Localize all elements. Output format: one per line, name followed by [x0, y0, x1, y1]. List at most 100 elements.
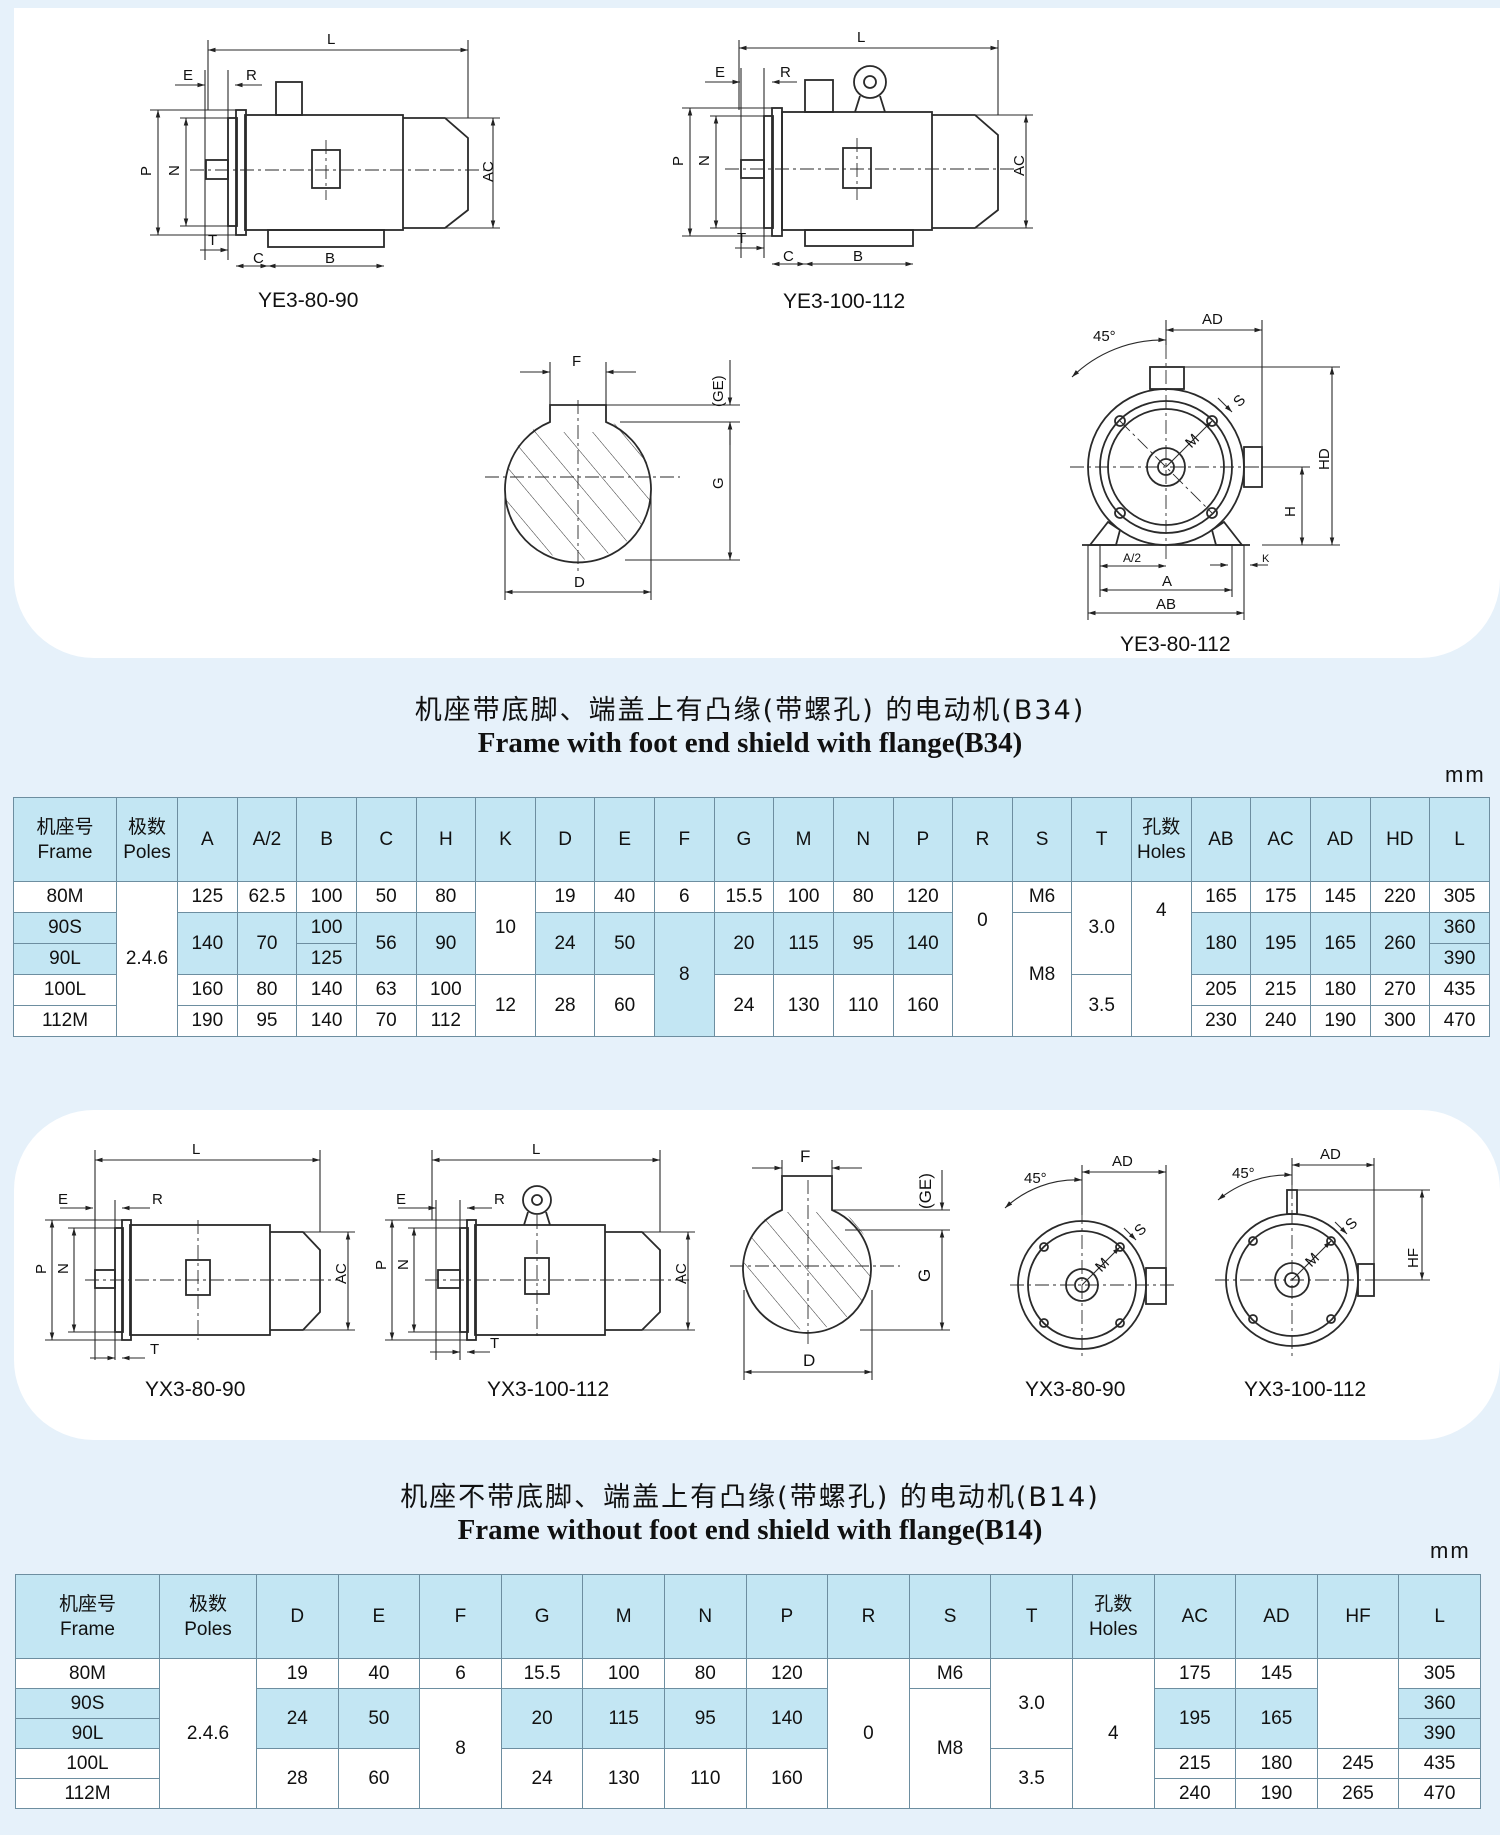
- cell: 140: [892, 912, 954, 975]
- cell: 40: [337, 1658, 421, 1689]
- dim-label: N: [166, 165, 183, 176]
- dim-label: R: [246, 67, 257, 84]
- col-header: L: [1398, 1574, 1481, 1659]
- cell: 0: [827, 1658, 910, 1809]
- cell: 80: [832, 881, 894, 913]
- dim-label: H: [1282, 506, 1299, 517]
- cell: 20: [500, 1688, 584, 1749]
- cell-frame: 80M: [13, 881, 117, 913]
- cell: 435: [1429, 974, 1490, 1006]
- cell: 95: [663, 1688, 747, 1749]
- col-header: S: [908, 1574, 992, 1659]
- cell: 100: [773, 881, 834, 913]
- section2-title-en: Frame without foot end shield with flang…: [457, 1514, 1043, 1546]
- cell: 270: [1369, 974, 1431, 1006]
- table-row: 90S 24 50 8 20 115 95 140 M8 195 165 360: [15, 1688, 1481, 1809]
- dim-label: T: [208, 232, 217, 249]
- table-row: 112M 190 95 140 70 112 230 240 190 300 4…: [13, 1005, 1490, 1037]
- dim-label: L: [857, 29, 865, 46]
- dim-label: 45°: [1093, 328, 1116, 345]
- col-header: A: [177, 797, 238, 882]
- cell: 215: [1153, 1748, 1237, 1779]
- cell: 130: [773, 974, 834, 1037]
- cell: 160: [745, 1748, 829, 1809]
- dim-label: F: [572, 353, 581, 370]
- col-header: HF: [1316, 1574, 1400, 1659]
- dim-label: B: [853, 248, 863, 265]
- cell: 190: [177, 1005, 238, 1037]
- cell: 24: [256, 1688, 339, 1749]
- cell: 24: [500, 1748, 584, 1809]
- cell: 305: [1398, 1658, 1481, 1689]
- cell: 165: [1190, 881, 1252, 913]
- dim-label: E: [715, 64, 725, 81]
- dim-label: E: [183, 67, 193, 84]
- cell-poles: 2.4.6: [159, 1658, 257, 1809]
- col-header: AD: [1309, 797, 1371, 882]
- cell: 50: [594, 912, 655, 975]
- cell: 165: [1309, 912, 1371, 975]
- dim-label: S: [1230, 392, 1249, 411]
- col-header: AC: [1250, 797, 1311, 882]
- cell: 260: [1369, 912, 1431, 975]
- cell: 195: [1153, 1688, 1237, 1749]
- cell: 12: [475, 974, 536, 1037]
- cell: 360: [1398, 1688, 1481, 1719]
- col-header: L: [1429, 797, 1490, 882]
- col-header: K: [475, 797, 536, 882]
- dim-label: C: [253, 250, 264, 267]
- cell-frame: 80M: [15, 1658, 160, 1689]
- cell: 110: [663, 1748, 747, 1809]
- cell: 6: [419, 1658, 502, 1689]
- cell: 145: [1309, 881, 1371, 913]
- col-header: S: [1011, 797, 1073, 882]
- col-header: R: [827, 1574, 910, 1659]
- figure-caption: YE3-80-90: [258, 289, 358, 312]
- cell: 15.5: [500, 1658, 584, 1689]
- table-row: 90S 140 70 100 56 90 24 50 8 20 115 95 1…: [13, 912, 1490, 1037]
- dim-label: AC: [1011, 155, 1028, 176]
- cell: 195: [1250, 912, 1311, 975]
- dim-label: C: [783, 248, 794, 265]
- cell: 100: [296, 912, 357, 944]
- cell: 265: [1316, 1778, 1400, 1809]
- dim-label: P: [670, 156, 687, 166]
- cell: 140: [296, 974, 357, 1006]
- cell: 165: [1235, 1688, 1318, 1749]
- cell: 180: [1190, 912, 1252, 975]
- cell: 240: [1153, 1778, 1237, 1809]
- shaft-section-view: F (GE) G D: [485, 353, 740, 600]
- cell: 62.5: [236, 881, 298, 913]
- cell-poles: 2.4.6: [116, 881, 178, 1037]
- cell: 145: [1235, 1658, 1318, 1689]
- cell: 300: [1369, 1005, 1431, 1037]
- col-header: F: [419, 1574, 502, 1659]
- col-header: P: [745, 1574, 829, 1659]
- col-header: G: [713, 797, 775, 882]
- col-header: C: [355, 797, 417, 882]
- dim-label: AD: [1202, 311, 1223, 328]
- cell: 60: [337, 1748, 421, 1809]
- cell: 115: [773, 912, 834, 975]
- cell: 19: [256, 1658, 339, 1689]
- cell-frame: 90L: [15, 1718, 160, 1749]
- cell: 50: [337, 1688, 421, 1749]
- cell: M6: [1011, 881, 1073, 913]
- cell: 90: [415, 912, 477, 975]
- section1-title-cn: 机座带底脚、端盖上有凸缘(带螺孔) 的电动机(B34): [414, 695, 1086, 726]
- cell: 20: [713, 912, 775, 975]
- cell: 3.5: [990, 1748, 1073, 1809]
- table-row: 80M 2.4.6 19 40 6 15.5 100 80 120 0 M6 3…: [15, 1658, 1481, 1809]
- cell: 24: [534, 912, 596, 975]
- cell: 140: [177, 912, 238, 975]
- dim-label: L: [327, 31, 335, 48]
- cell: 110: [832, 974, 894, 1037]
- col-header: D: [534, 797, 596, 882]
- cell-frame: 100L: [15, 1748, 160, 1779]
- cell: M8: [908, 1688, 992, 1809]
